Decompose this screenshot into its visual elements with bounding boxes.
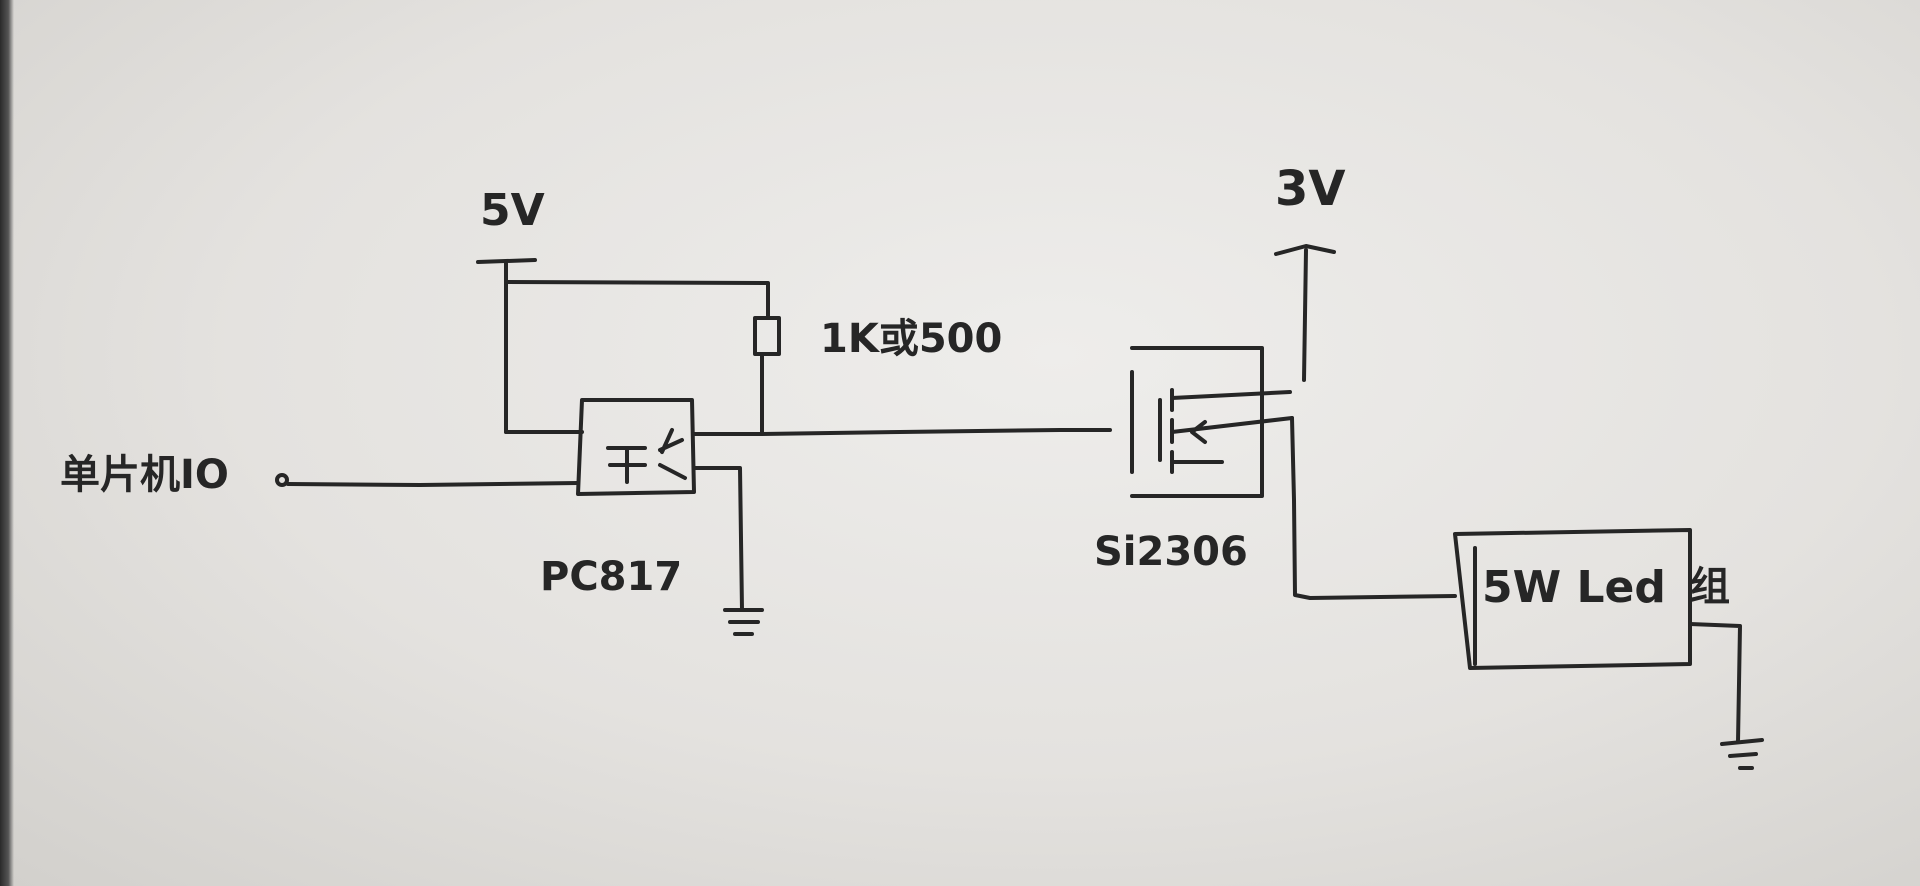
ground-icon [723,608,764,636]
led-module-symbol [1453,528,1692,670]
wire-opto-to-ground [692,466,744,612]
supply-5v-label: 5V [480,185,545,236]
wire-5v-rail [504,280,770,320]
wire-mcu-io [286,481,580,487]
supply-3v-label: 3V [1275,161,1346,217]
resistor-symbol [753,316,781,356]
wire-led-to-ground [1688,622,1742,744]
paper-edge-shadow [0,0,14,886]
supply-3v-symbol [1274,244,1336,382]
resistor-label: 1K或500 [820,316,1002,362]
optocoupler-label: PC817 [540,554,682,600]
led-group-label: 组 [1690,564,1730,610]
wire-drain-to-led [1290,416,1457,600]
led-label: 5W Led [1482,562,1666,613]
ground-icon [1720,738,1764,770]
wire-opto-to-gate [692,428,1112,436]
mcu-io-label: 单片机IO [60,452,229,498]
mcu-io-terminal [275,473,289,487]
optocoupler-symbol [576,398,696,496]
mosfet-symbol [1130,346,1294,498]
mosfet-label: Si2306 [1094,529,1248,575]
supply-5v-symbol [476,258,537,434]
